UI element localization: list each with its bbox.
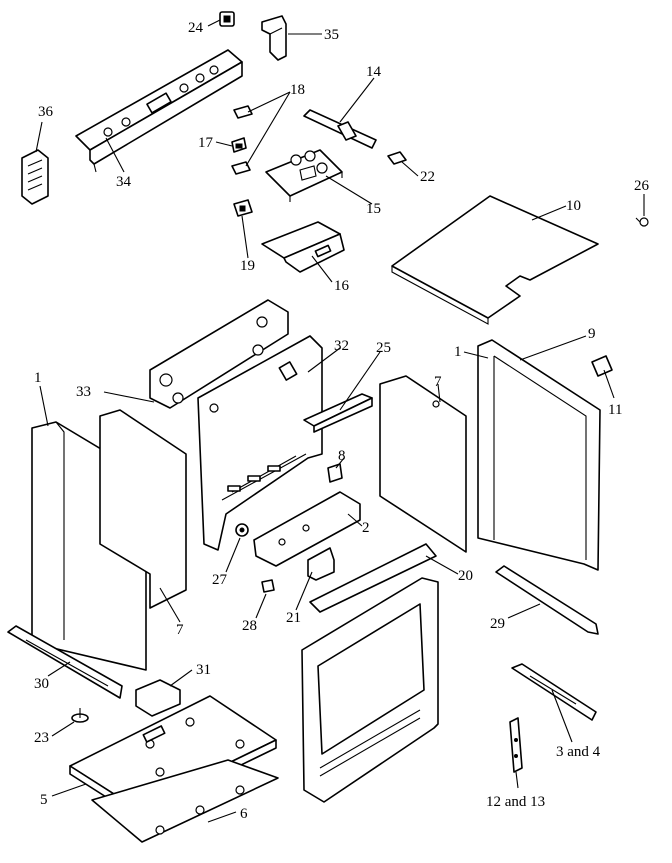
callout-9: 9 <box>588 326 596 342</box>
part-side-panel-right <box>477 339 601 571</box>
part-bracket-top <box>261 15 287 61</box>
part-bracket-small <box>233 199 253 217</box>
callout-36: 36 <box>38 104 54 120</box>
part-clip <box>231 137 247 153</box>
part-small-plates <box>231 105 253 175</box>
part-top-cover <box>391 195 599 325</box>
callout-23: 23 <box>34 730 49 746</box>
callout-7-left: 7 <box>176 622 184 638</box>
callout-33: 33 <box>76 384 91 400</box>
callout-7-right: 7 <box>434 374 442 390</box>
part-vent-grille <box>21 149 49 205</box>
part-small-block <box>387 151 407 165</box>
part-inner-back-panel <box>197 335 323 551</box>
callout-21-text: 21 <box>286 610 301 626</box>
callout-22: 22 <box>420 169 435 185</box>
callout-16: 16 <box>334 278 350 294</box>
leader-lines <box>35 19 645 823</box>
callout-12-and-13: 12 and 13 <box>486 794 545 810</box>
part-hinge <box>509 717 523 773</box>
callout-8-text: 8 <box>338 448 346 464</box>
part-door-frame <box>301 543 439 803</box>
part-clip-center <box>327 463 343 483</box>
part-bottom-plate <box>91 759 279 843</box>
part-valve-assembly <box>265 149 343 202</box>
callout-14: 14 <box>366 64 382 80</box>
part-rod <box>303 109 377 149</box>
callout-32: 32 <box>334 338 349 354</box>
callout-5: 5 <box>40 792 48 808</box>
callout-30: 30 <box>34 676 49 692</box>
part-bracket-bottom <box>135 679 181 717</box>
part-bracket-right <box>591 355 613 377</box>
callout-35: 35 <box>324 27 339 43</box>
callout-25: 25 <box>376 340 391 356</box>
part-leveling-leg <box>71 708 89 723</box>
callout-11: 11 <box>608 402 622 418</box>
part-bracket-lower <box>307 547 335 581</box>
callout-29: 29 <box>490 616 505 632</box>
callout-1-left: 1 <box>34 370 42 386</box>
part-burner-support <box>253 491 361 567</box>
callout-20: 20 <box>458 568 473 584</box>
part-tray-bracket <box>261 221 345 273</box>
part-control-panel <box>75 49 243 173</box>
callout-27: 27 <box>212 572 228 588</box>
callout-17: 17 <box>198 135 214 151</box>
part-inner-side-panel-left <box>99 409 187 609</box>
callout-18: 18 <box>290 82 305 98</box>
callout-28: 28 <box>242 618 257 634</box>
callout-1-right: 1 <box>454 344 462 360</box>
callout-31: 31 <box>196 662 211 678</box>
part-nut <box>261 579 275 593</box>
callout-34: 34 <box>116 174 132 190</box>
callout-labels: 24 35 14 18 17 22 15 19 16 26 10 36 34 3… <box>34 20 650 822</box>
callout-10: 10 <box>566 198 581 214</box>
callout-26: 26 <box>634 178 650 194</box>
part-brace <box>303 393 373 433</box>
part-rail-lower <box>511 663 597 721</box>
part-knob-clip <box>219 11 235 27</box>
callout-19: 19 <box>240 258 255 274</box>
part-rear-panel <box>149 299 289 409</box>
part-inner-side-panel-right <box>379 375 467 553</box>
part-rail-left <box>7 625 123 699</box>
part-screw <box>635 217 649 227</box>
callout-24: 24 <box>188 20 204 36</box>
part-rail-right <box>495 565 599 635</box>
callout-3-and-4: 3 and 4 <box>556 744 601 760</box>
part-grommet <box>235 523 249 537</box>
callout-15: 15 <box>366 201 381 217</box>
callout-6: 6 <box>240 806 248 822</box>
callout-2: 2 <box>362 520 370 536</box>
